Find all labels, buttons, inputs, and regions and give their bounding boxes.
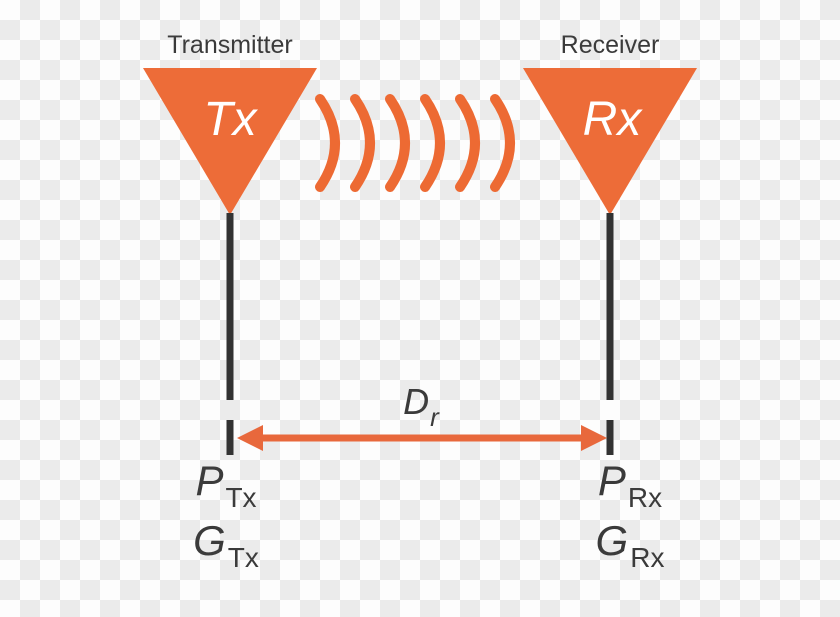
rx-power-label: PRx: [560, 457, 700, 513]
rx-power-main: P: [597, 457, 626, 504]
rx-antenna-label: Rx: [582, 93, 642, 146]
tx-power-sub: Tx: [225, 482, 257, 513]
distance-arrow-head-right: [581, 425, 607, 451]
rx-gain-main: G: [595, 517, 629, 564]
distance-label-sub: r: [430, 402, 439, 432]
signal-wave-arc: [350, 94, 375, 192]
distance-arrow-icon: [237, 425, 607, 451]
receiver-title: Receiver: [560, 31, 660, 59]
tx-gain-label: GTx: [156, 517, 296, 573]
tx-antenna-icon: [143, 68, 317, 215]
signal-wave-arc: [385, 94, 410, 192]
signal-wave-arc: [490, 94, 515, 192]
tx-power-main: P: [195, 457, 224, 504]
distance-arrow-head-left: [237, 425, 263, 451]
signal-wave-arc: [455, 94, 480, 192]
distance-label: Dr: [366, 381, 476, 432]
tx-gain-sub: Tx: [227, 542, 259, 573]
transmitter-title: Transmitter: [167, 31, 293, 59]
signal-wave-arc: [420, 94, 445, 192]
tx-gain-main: G: [193, 517, 226, 564]
rx-gain-sub: Rx: [630, 542, 665, 573]
rx-power-sub: Rx: [627, 482, 663, 513]
tx-power-label: PTx: [156, 457, 296, 513]
rx-antenna-icon: [523, 68, 697, 215]
signal-waves-icon: [315, 94, 515, 192]
tx-antenna-label: Tx: [203, 93, 257, 146]
rx-gain-label: GRx: [560, 517, 700, 573]
signal-wave-arc: [315, 94, 340, 192]
distance-label-main: D: [403, 381, 430, 422]
